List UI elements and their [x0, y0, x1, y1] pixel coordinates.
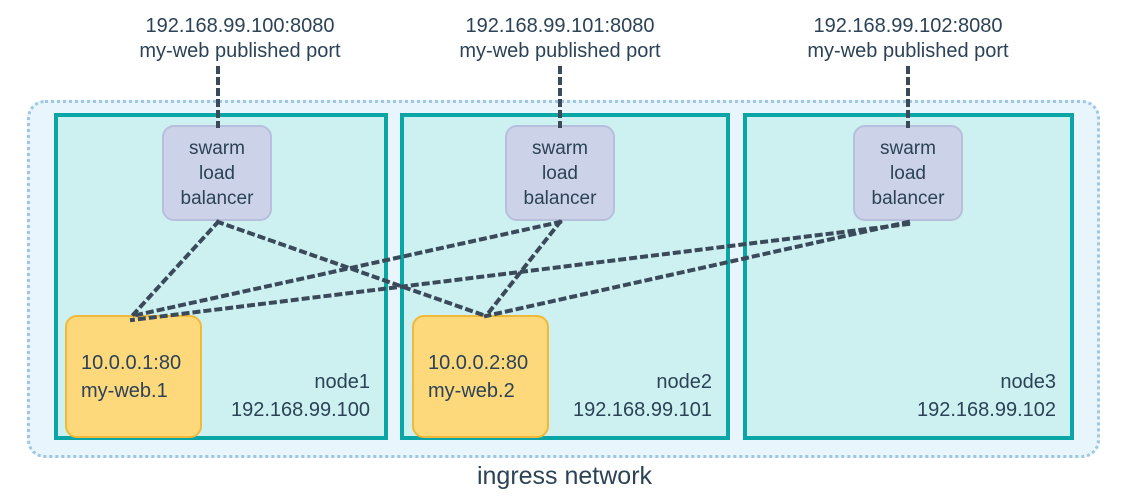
node-label-node2: node2 192.168.99.101: [573, 368, 712, 424]
lb-line-1: swarm: [532, 137, 588, 159]
task-name: my-web.2: [428, 379, 515, 402]
published-port-callout-node3: 192.168.99.102:8080 my-web published por…: [798, 14, 1018, 64]
ingress-network-label: ingress network: [476, 462, 653, 490]
node-name: node2: [656, 371, 712, 393]
published-port-callout-node2: 192.168.99.101:8080 my-web published por…: [450, 14, 670, 64]
callout-address: 192.168.99.100:8080: [145, 15, 335, 37]
task-address: 10.0.0.2:80: [428, 351, 529, 374]
lb-line-2: load: [890, 162, 926, 184]
callout-description: my-web published port: [139, 40, 341, 62]
lb-line-2: load: [542, 162, 578, 184]
swarm-load-balancer-node3: swarm load balancer: [853, 125, 963, 221]
task-container-my-web-2: 10.0.0.2:80 my-web.2: [412, 315, 549, 438]
lb-line-3: balancer: [871, 187, 945, 209]
node-ip: 192.168.99.100: [230, 399, 370, 421]
lb-line-3: balancer: [523, 187, 597, 209]
published-port-callout-node1: 192.168.99.100:8080 my-web published por…: [130, 14, 350, 64]
callout-description: my-web published port: [807, 40, 1009, 62]
task-name: my-web.1: [81, 379, 168, 402]
lb-line-2: load: [199, 162, 235, 184]
task-address: 10.0.0.1:80: [81, 351, 182, 374]
swarm-load-balancer-node2: swarm load balancer: [505, 125, 615, 221]
callout-address: 192.168.99.102:8080: [813, 15, 1003, 37]
node-name: node1: [314, 371, 370, 393]
callout-description: my-web published port: [459, 40, 661, 62]
node-label-node3: node3 192.168.99.102: [917, 368, 1056, 424]
lb-line-1: swarm: [880, 137, 936, 159]
node-label-node1: node1 192.168.99.100: [231, 368, 370, 424]
node-name: node3: [1000, 371, 1056, 393]
node-ip: 192.168.99.102: [916, 399, 1056, 421]
node-ip: 192.168.99.101: [572, 399, 712, 421]
callout-address: 192.168.99.101:8080: [465, 15, 655, 37]
lb-line-3: balancer: [180, 187, 254, 209]
swarm-load-balancer-node1: swarm load balancer: [162, 125, 272, 221]
task-container-my-web-1: 10.0.0.1:80 my-web.1: [65, 315, 202, 438]
lb-line-1: swarm: [189, 137, 245, 159]
